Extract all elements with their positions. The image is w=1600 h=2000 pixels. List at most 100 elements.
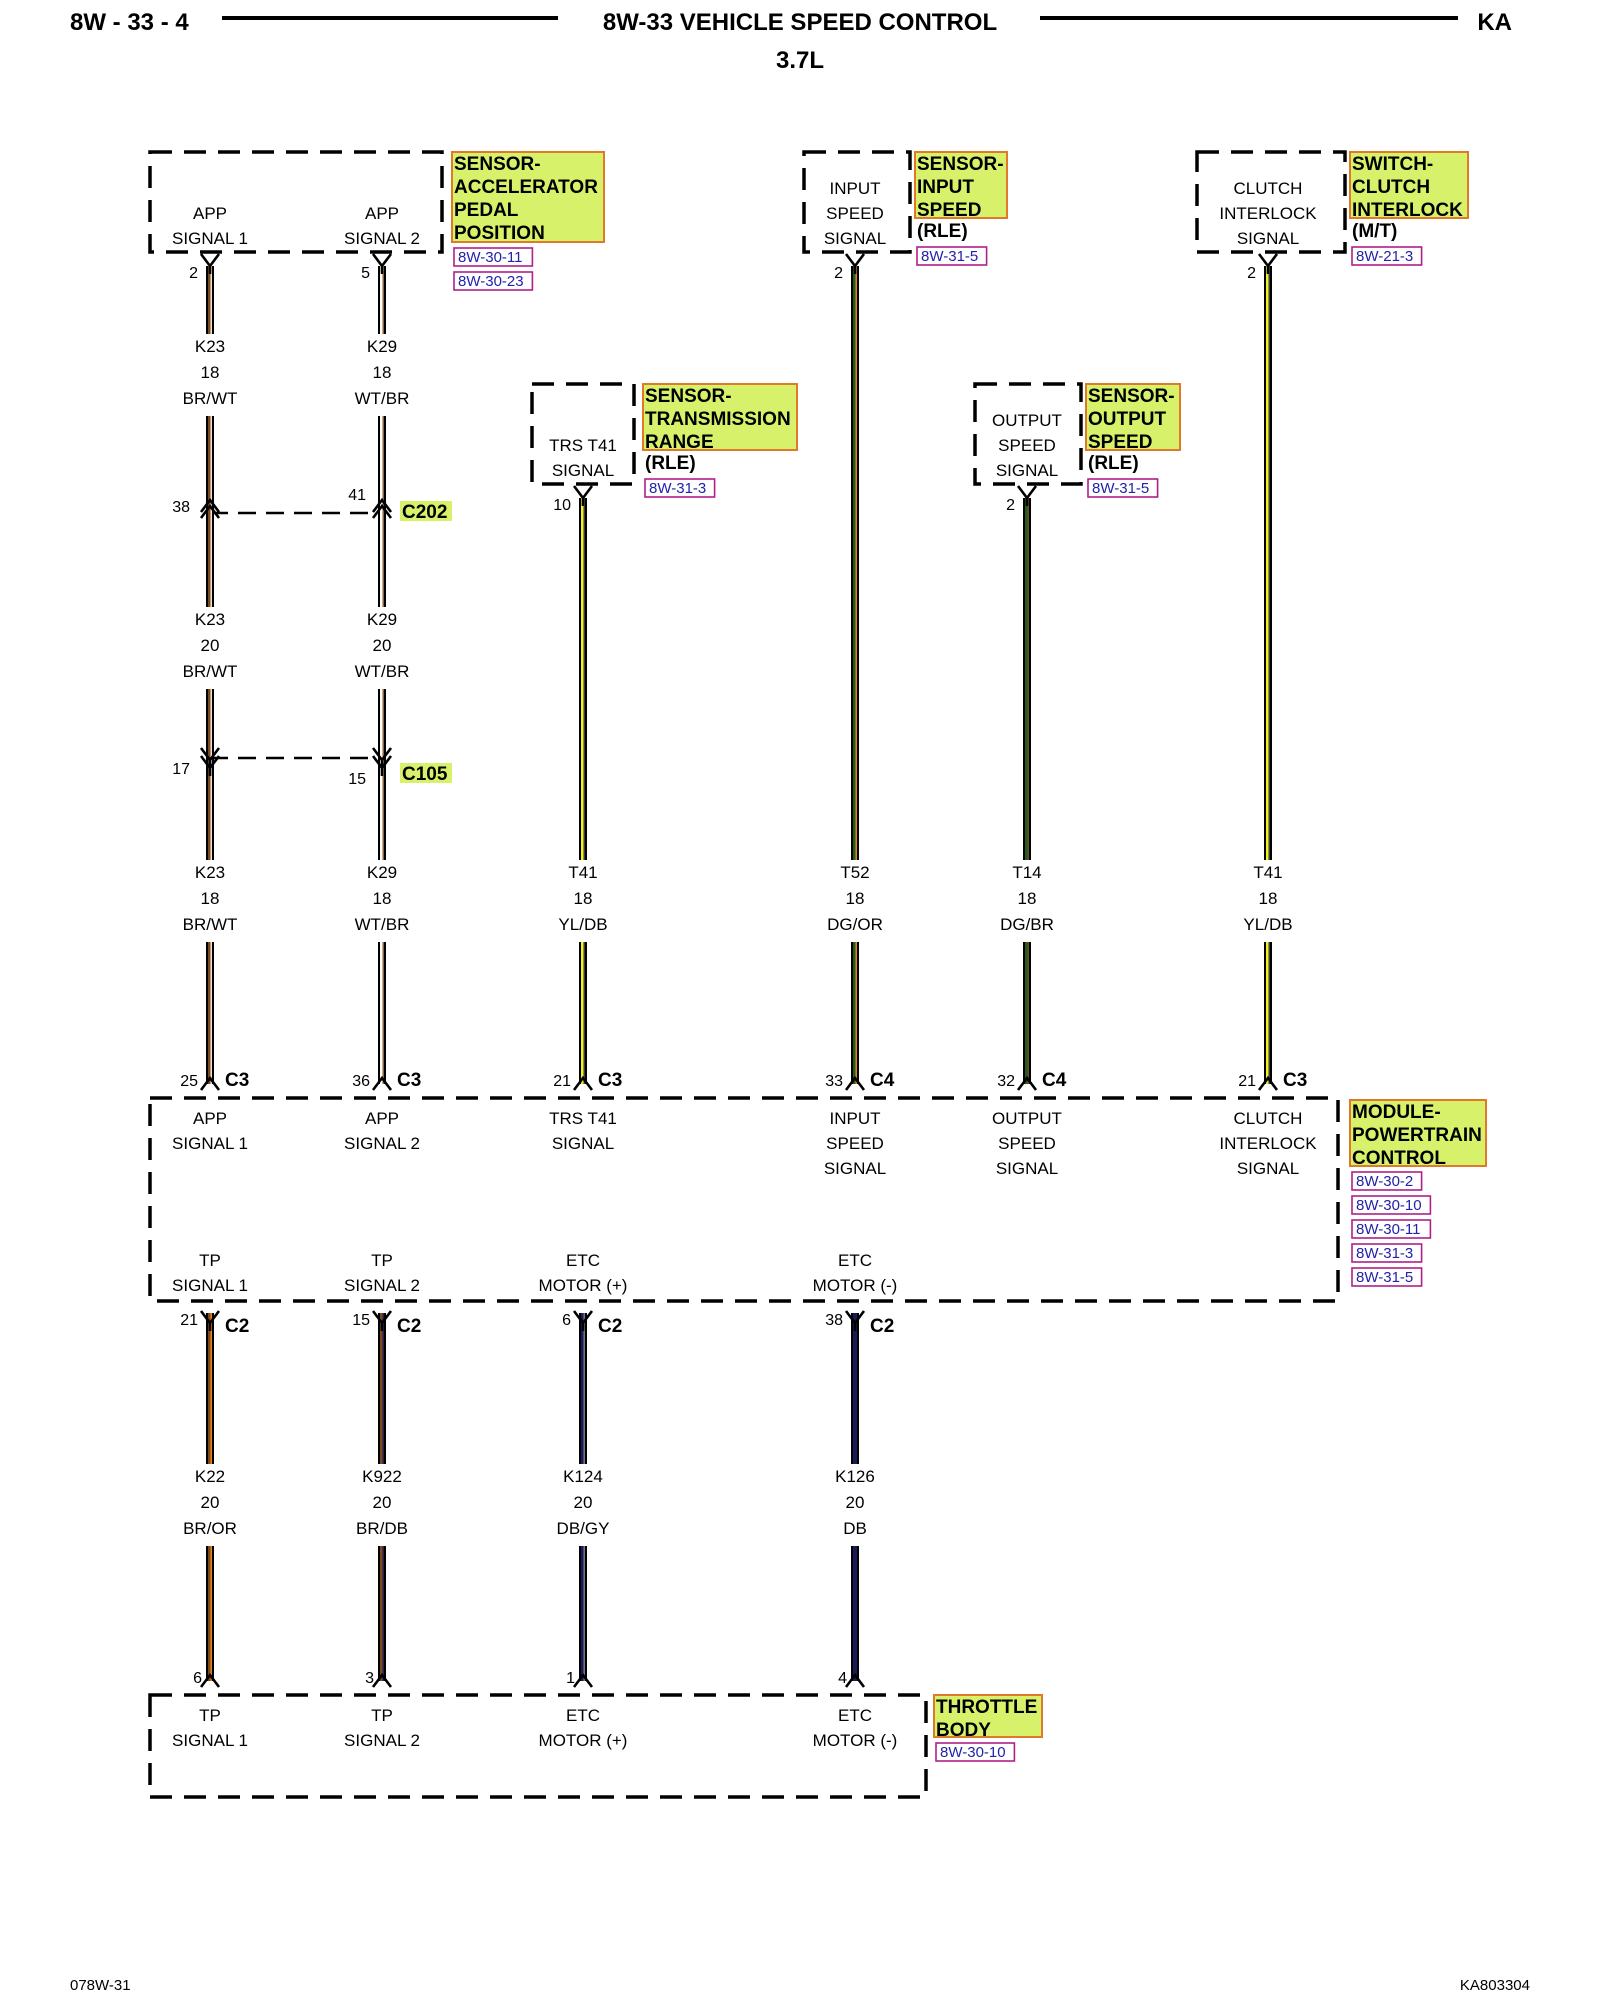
pcm-pin-label: APP <box>365 1109 399 1128</box>
output-speed-sensor-name-highlight <box>1085 383 1181 451</box>
input-speed-sensor-variant: (RLE) <box>917 221 968 242</box>
wire-k22-pcm-pin: 21 <box>180 1312 198 1329</box>
wire-k29-label: 18 <box>373 889 392 908</box>
wire-k29-label: K29 <box>367 610 397 629</box>
c202-connector-highlight <box>400 501 452 521</box>
wire-k29-label: K29 <box>367 863 397 882</box>
wire-t41a-sensor-pin-marker <box>572 485 594 506</box>
wire-k124-pcm-pin-marker <box>572 1310 594 1331</box>
wire-k29-pcm-pin-marker <box>371 1075 393 1091</box>
throttle-body-pin-label: MOTOR (+) <box>539 1731 628 1750</box>
input-speed-sensor-name: INPUT <box>917 177 974 198</box>
footer-left: 078W-31 <box>70 1977 131 1994</box>
wire-k22-pcm-connector: C2 <box>225 1316 249 1337</box>
c202-pin: 41 <box>348 487 366 504</box>
app-sensor-ref[interactable]: 8W-30-23 <box>458 273 524 290</box>
throttle-body-ref-box <box>935 1742 1016 1762</box>
c202-connector: C202 <box>402 502 447 523</box>
wire-t52-pcm-pin: 33 <box>825 1073 843 1090</box>
wire-t14-label: 18 <box>1018 889 1037 908</box>
wire-k23-label-bg <box>172 334 248 416</box>
wire-k29-label-bg <box>344 607 420 689</box>
output-speed-sensor-variant: (RLE) <box>1088 453 1139 474</box>
wire-t41a-sensor-pin: 10 <box>553 497 571 514</box>
app-sensor-ref-box <box>453 271 534 291</box>
wire-k126-pcm-connector: C2 <box>870 1316 894 1337</box>
wire-t41b-label: YL/DB <box>1243 915 1292 934</box>
wire-t14-pcm-pin-marker <box>1016 1075 1038 1091</box>
wire-k23-label: K23 <box>195 610 225 629</box>
clutch-switch-ref[interactable]: 8W-21-3 <box>1356 248 1413 265</box>
wire-k124-tb-pin-marker <box>572 1672 594 1688</box>
throttle-body-pin-label: MOTOR (-) <box>813 1731 898 1750</box>
pcm-ref-box <box>1351 1219 1432 1239</box>
clutch-switch-name: SWITCH- <box>1352 154 1433 175</box>
pcm-pin-label: SIGNAL 1 <box>172 1276 248 1295</box>
pcm-box <box>148 1096 1340 1303</box>
wire-t41b-sensor-pin: 2 <box>1247 265 1256 282</box>
wire-k23-label: K23 <box>195 337 225 356</box>
pcm-name-highlight <box>1349 1099 1487 1167</box>
app-sensor-ref-box <box>453 247 534 267</box>
wire-k23-label: 20 <box>201 636 220 655</box>
wire-k23-pcm-connector: C3 <box>225 1070 249 1091</box>
output-speed-sensor-box <box>973 382 1083 486</box>
pcm-pin-label: MOTOR (+) <box>539 1276 628 1295</box>
c105-connector-highlight <box>400 763 452 783</box>
c202-marker <box>371 497 393 513</box>
pcm-pin-label: SIGNAL <box>552 1134 614 1153</box>
input-speed-pin-label: INPUT <box>830 179 881 198</box>
wire-k22-tb-pin-marker <box>199 1672 221 1688</box>
pcm-ref[interactable]: 8W-30-10 <box>1356 1197 1422 1214</box>
wire-k23-sensor-pin-marker <box>199 253 221 274</box>
throttle-body-ref[interactable]: 8W-30-10 <box>940 1744 1006 1761</box>
throttle-body-pin-label: TP <box>371 1706 393 1725</box>
pcm-ref[interactable]: 8W-31-3 <box>1356 1245 1413 1262</box>
wire-t41a-label-bg <box>545 860 621 942</box>
wire-t41a-label: YL/DB <box>558 915 607 934</box>
wire-k22-label-bg <box>172 1464 248 1546</box>
trs-sensor-ref[interactable]: 8W-31-3 <box>649 480 706 497</box>
output-speed-sensor-name: SENSOR- <box>1088 386 1175 407</box>
pcm-pin-label: TP <box>199 1251 221 1270</box>
wire-k29-sensor-pin: 5 <box>361 265 370 282</box>
input-speed-sensor-ref[interactable]: 8W-31-5 <box>921 248 978 265</box>
inline-connector-links <box>210 511 380 760</box>
wire-k126-pcm-pin-marker <box>844 1310 866 1331</box>
wire-t52-label: 18 <box>846 889 865 908</box>
input-speed-sensor-box <box>802 150 912 254</box>
pcm-pin-label: SIGNAL <box>996 1159 1058 1178</box>
pcm-pin-label: SIGNAL 2 <box>344 1134 420 1153</box>
wire-k922-pcm-connector: C2 <box>397 1316 421 1337</box>
wire-k29-pcm-pin: 36 <box>352 1073 370 1090</box>
c202-marker <box>199 503 221 519</box>
pcm-pin-label: INTERLOCK <box>1219 1134 1317 1153</box>
output-speed-sensor-ref[interactable]: 8W-31-5 <box>1092 480 1149 497</box>
throttle-body-name: BODY <box>936 1720 991 1741</box>
component-boxes <box>148 150 1347 1799</box>
pcm-pin-label: CLUTCH <box>1234 1109 1303 1128</box>
clutch-switch-ref-box <box>1351 246 1423 266</box>
page-number: 8W - 33 - 4 <box>70 9 189 36</box>
pcm-ref[interactable]: 8W-30-2 <box>1356 1173 1413 1190</box>
wire-k29-pcm-connector: C3 <box>397 1070 421 1091</box>
wire-k124-pcm-connector: C2 <box>598 1316 622 1337</box>
clutch-switch-pin-label: INTERLOCK <box>1219 204 1317 223</box>
output-speed-pin-label: OUTPUT <box>992 411 1062 430</box>
pcm-ref[interactable]: 8W-30-11 <box>1356 1221 1420 1238</box>
wire-k29-label: 20 <box>373 636 392 655</box>
c202-marker <box>199 497 221 513</box>
pcm-pin-label: SPEED <box>998 1134 1056 1153</box>
wire-k23-label: BR/WT <box>183 915 238 934</box>
input-speed-pin-label: SIGNAL <box>824 229 886 248</box>
pcm-pin-label: APP <box>193 1109 227 1128</box>
pcm-ref[interactable]: 8W-31-5 <box>1356 1269 1413 1286</box>
labels: APP SIGNAL 1 APP SIGNAL 2 INPUT SPEED SIGNAL CL… <box>172 179 1317 1750</box>
wire-t52-label-bg <box>817 860 893 942</box>
app-sensor-ref[interactable]: 8W-30-11 <box>458 249 522 266</box>
pcm-name: POWERTRAIN <box>1352 1125 1482 1146</box>
vehicle-code: KA <box>1477 9 1512 36</box>
wire-k22-label: K22 <box>195 1467 225 1486</box>
app-sensor-name: PEDAL <box>454 200 519 221</box>
throttle-body-name-highlight <box>933 1694 1043 1738</box>
